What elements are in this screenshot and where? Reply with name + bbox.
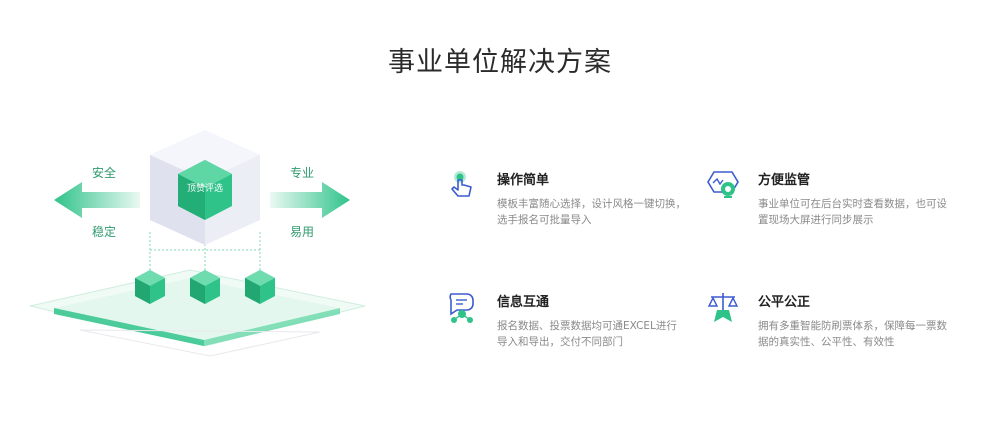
platform-base xyxy=(29,269,366,357)
small-cube-right xyxy=(245,270,275,304)
feature-desc: 模板丰富随心选择，设计风格一键切换，选手报名可批量导入 xyxy=(497,198,686,226)
chat-share-icon xyxy=(449,293,474,323)
solution-illustration: 顶赞评选 安全 稳定 专业 易用 xyxy=(29,130,366,357)
feature-desc: 报名数据、投票数据均可通EXCEL进行导入和导出，交付不同部门 xyxy=(497,320,677,348)
scale-justice-icon xyxy=(707,293,739,322)
label-safe: 安全 xyxy=(92,165,116,180)
center-green-cube xyxy=(178,160,232,220)
feature-desc: 拥有多重智能防刷票体系，保障每一票数据的真实性、公平性、有效性 xyxy=(758,320,947,348)
feature-fairness: 公平公正 拥有多重智能防刷票体系，保障每一票数据的真实性、公平性、有效性 xyxy=(706,290,947,360)
small-cube-middle xyxy=(190,270,220,304)
small-cube-left xyxy=(135,270,165,304)
feature-easy-operation: 操作简单 模板丰富随心选择，设计风格一键切换，选手报名可批量导入 xyxy=(445,168,686,238)
label-professional: 专业 xyxy=(290,165,314,180)
label-easy: 易用 xyxy=(290,225,314,239)
monitor-watch-icon xyxy=(707,171,739,198)
label-stable: 稳定 xyxy=(92,224,116,239)
feature-title: 信息互通 xyxy=(497,295,550,310)
feature-easy-supervision: 方便监管 事业单位可在后台实时查看数据，也可设置现场大屏进行同步展示 xyxy=(706,168,947,238)
feature-title: 公平公正 xyxy=(758,295,811,310)
cube-label: 顶赞评选 xyxy=(187,182,223,194)
feature-desc: 事业单位可在后台实时查看数据，也可设置现场大屏进行同步展示 xyxy=(758,198,947,226)
page-title: 事业单位解决方案 xyxy=(388,47,612,78)
feature-info-exchange: 信息互通 报名数据、投票数据均可通EXCEL进行导入和导出，交付不同部门 xyxy=(445,290,685,360)
feature-title: 方便监管 xyxy=(758,173,811,188)
right-arrow xyxy=(270,182,350,218)
left-arrow xyxy=(54,182,140,218)
hand-tap-icon xyxy=(451,171,472,197)
feature-title: 操作简单 xyxy=(497,173,550,188)
